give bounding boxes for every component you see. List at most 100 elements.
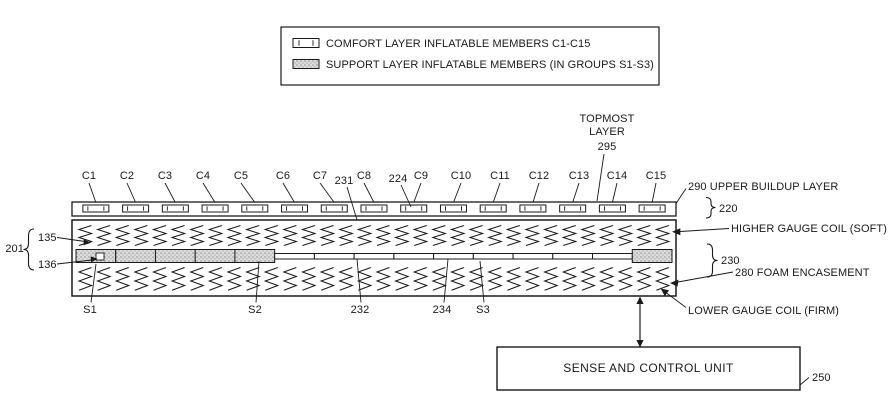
- comfort-member-label: C7: [313, 170, 327, 182]
- support-member-icon: [292, 59, 320, 69]
- comfort-label-leader: [572, 182, 580, 203]
- comfort-label-leader: [282, 182, 295, 203]
- comfort-label-leader: [202, 182, 216, 203]
- sense-control-unit-label: SENSE AND CONTROL UNIT: [563, 361, 734, 375]
- topmost-layer-label-line1: TOPMOST: [580, 113, 635, 125]
- callout-220: 220: [705, 196, 738, 219]
- arrowhead-136: [90, 256, 98, 263]
- comfort-member: [559, 204, 587, 213]
- callout-higher-gauge-coil: HIGHER GAUGE COIL (SOFT): [672, 223, 887, 236]
- ref-136: 136: [38, 259, 57, 271]
- comfort-member: [519, 204, 547, 213]
- legend-item-comfort: COMFORT LAYER INFLATABLE MEMBERS C1-C15: [292, 38, 591, 50]
- comfort-member: [320, 204, 348, 213]
- higher-gauge-coil-row: [76, 224, 672, 248]
- callout-s2: S2: [248, 260, 262, 316]
- ref-234: 234: [433, 304, 452, 316]
- support-member-deflated: [512, 253, 554, 260]
- ref-250: 250: [812, 372, 831, 384]
- comfort-member: [638, 204, 666, 213]
- support-member-deflated: [393, 253, 435, 260]
- arrowhead-higher-gauge: [672, 228, 681, 236]
- comfort-members: [82, 204, 666, 213]
- comfort-member: [598, 204, 626, 213]
- comfort-member-label: C9: [414, 170, 428, 182]
- support-members: [75, 249, 673, 263]
- comfort-member-label: C10: [451, 170, 471, 182]
- support-member-detail-square: [95, 252, 105, 261]
- support-member-inflated: [154, 249, 196, 263]
- comfort-label-leader: [240, 182, 256, 203]
- comfort-member-label: C15: [646, 170, 666, 182]
- callout-201: 201: [5, 228, 35, 271]
- comfort-member: [400, 204, 428, 213]
- comfort-label-leader: [319, 182, 335, 203]
- higher-gauge-coil-label: HIGHER GAUGE COIL (SOFT): [731, 223, 887, 235]
- legend-label-comfort: COMFORT LAYER INFLATABLE MEMBERS C1-C15: [326, 38, 591, 50]
- support-member-deflated: [552, 253, 594, 260]
- comfort-member: [201, 204, 229, 213]
- comfort-member: [122, 204, 150, 213]
- upper-buildup-label: 290 UPPER BUILDUP LAYER: [688, 181, 838, 193]
- callout-s3: S3: [476, 260, 490, 316]
- comfort-label-leader: [532, 182, 540, 203]
- callout-s1: S1: [83, 263, 97, 316]
- comfort-member: [281, 204, 309, 213]
- comfort-member-label: C5: [234, 170, 248, 182]
- arrowhead-135: [83, 239, 91, 246]
- comfort-label-leader: [651, 182, 657, 203]
- comfort-member-label: C14: [607, 170, 627, 182]
- comfort-label-leader: [611, 182, 618, 203]
- comfort-member-label: C6: [276, 170, 290, 182]
- ref-231: 231: [335, 175, 354, 187]
- topmost-leader-line: [596, 153, 605, 202]
- comfort-member: [439, 204, 467, 213]
- comfort-member-label: C1: [82, 170, 96, 182]
- comfort-member-label: C8: [357, 170, 371, 182]
- arrowhead-up: [636, 296, 644, 304]
- ref-201: 201: [5, 243, 24, 255]
- callout-135: 135: [38, 232, 91, 246]
- callout-280-foam: 280 FOAM ENCASEMENT: [670, 267, 870, 287]
- support-member-inflated: [631, 249, 673, 263]
- ref-295: 295: [598, 141, 617, 153]
- callout-230: 230: [706, 243, 740, 278]
- comfort-member-label: C12: [529, 170, 549, 182]
- support-member-deflated: [274, 253, 315, 260]
- callout-290-upper-buildup: 290 UPPER BUILDUP LAYER: [675, 181, 838, 204]
- comfort-label-leader: [363, 182, 375, 203]
- comfort-member-label: C13: [569, 170, 589, 182]
- ref-230: 230: [721, 255, 740, 267]
- group-s3-label: S3: [476, 304, 490, 316]
- comfort-label-leader: [413, 182, 422, 203]
- brace-230: [706, 243, 718, 278]
- lower-gauge-coil-row: [76, 266, 672, 292]
- brace-220: [705, 196, 716, 219]
- support-member-deflated: [592, 253, 633, 260]
- support-member-deflated: [353, 253, 395, 260]
- ref-135: 135: [38, 232, 57, 244]
- comfort-label-leader: [126, 182, 137, 203]
- comfort-member-label: C3: [158, 170, 172, 182]
- ref-232: 232: [351, 304, 370, 316]
- connection-arrow: [636, 296, 644, 348]
- comfort-label-leader: [492, 182, 501, 203]
- callout-234: 234: [433, 258, 452, 316]
- callout-232: 232: [351, 258, 370, 316]
- support-member-inflated: [115, 249, 156, 263]
- comfort-member: [82, 204, 110, 213]
- foam-encasement-label: 280 FOAM ENCASEMENT: [735, 267, 870, 279]
- support-member-deflated: [433, 253, 474, 260]
- legend: COMFORT LAYER INFLATABLE MEMBERS C1-C15 …: [280, 26, 660, 86]
- callout-231: 231: [335, 175, 358, 221]
- group-s1-label: S1: [83, 304, 97, 316]
- comfort-member-label: C11: [490, 170, 510, 182]
- sense-control-unit-box: [496, 346, 801, 391]
- lower-gauge-coil-label: LOWER GAUGE COIL (FIRM): [688, 305, 839, 317]
- callout-224: 224: [389, 173, 412, 208]
- comfort-label-leader: [88, 182, 97, 203]
- support-member-deflated: [472, 253, 514, 260]
